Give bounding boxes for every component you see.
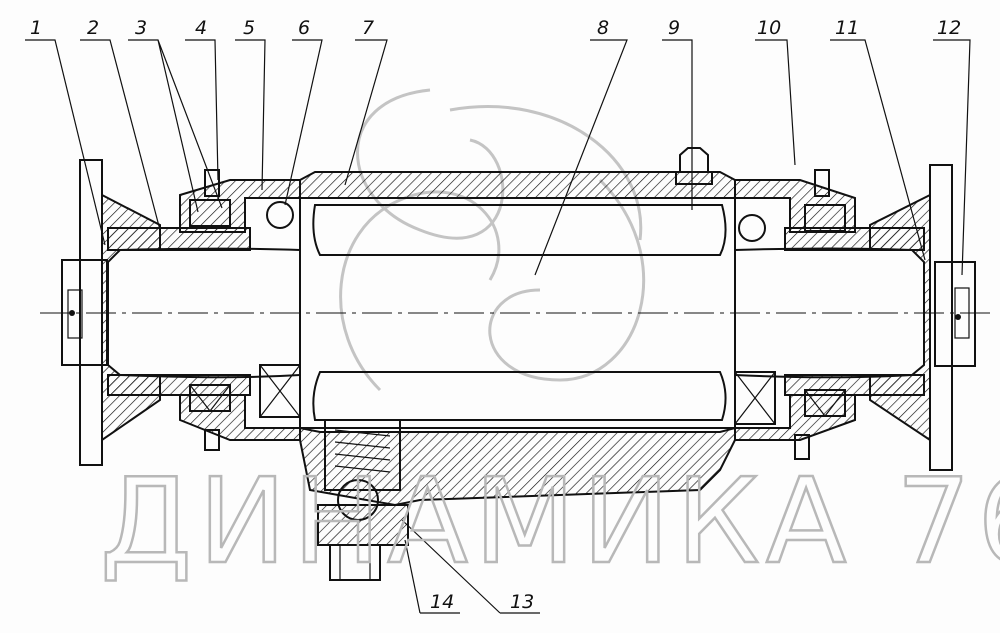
callout-14: 14 (404, 539, 460, 614)
right-flange (869, 164, 976, 471)
leader-line (80, 39, 161, 231)
left-ball-bearing (266, 201, 294, 229)
leader-line (534, 39, 628, 276)
part-number-label: 3 (135, 17, 147, 39)
callout-4: 4 (185, 17, 219, 181)
watermark-logo (339, 88, 646, 392)
callout-13: 13 (401, 519, 540, 614)
leader-line (128, 39, 223, 213)
callout-8: 8 (534, 17, 628, 276)
part-labels: 1 2 3 4 5 6 7 8 9 10 11 12 13 14 (25, 17, 971, 614)
callout-6: 6 (284, 17, 323, 206)
part-number-label: 13 (510, 591, 534, 613)
leader-line (185, 39, 219, 181)
housing-tube (299, 171, 736, 199)
callout-9: 9 (662, 17, 693, 210)
callout-5: 5 (235, 17, 266, 191)
leader-line (662, 39, 693, 210)
leader-line (404, 539, 460, 614)
leader-line (284, 39, 323, 206)
callout-3: 3 (128, 17, 223, 213)
part-number-label: 4 (195, 17, 207, 39)
leader-line (830, 39, 926, 261)
part-number-label: 9 (668, 17, 680, 39)
callout-7: 7 (344, 17, 388, 186)
leader-line (344, 39, 388, 186)
leader-line (401, 519, 540, 614)
watermark-text: ДИНАМИКА 76 (100, 452, 1000, 590)
leader-line (755, 39, 796, 166)
grease-fitting (675, 147, 713, 185)
bottom-valve (317, 419, 409, 581)
part-number-label: 1 (30, 17, 42, 39)
callout-2: 2 (80, 17, 161, 231)
left-seal (189, 199, 231, 227)
callout-11: 11 (830, 17, 926, 261)
leader-line (235, 39, 266, 191)
part-number-label: 5 (243, 17, 255, 39)
callout-1: 1 (25, 17, 106, 246)
right-ball-bearing (738, 214, 766, 242)
leader-line (933, 39, 971, 276)
shaft (299, 197, 736, 429)
callout-12: 12 (933, 17, 971, 276)
callout-10: 10 (755, 17, 796, 166)
part-number-label: 2 (87, 17, 99, 39)
part-number-label: 7 (362, 17, 374, 39)
part-number-label: 8 (597, 17, 609, 39)
part-number-label: 10 (757, 17, 781, 39)
leader-line (25, 39, 106, 246)
part-number-label: 6 (298, 17, 310, 39)
part-number-label: 14 (430, 591, 454, 613)
part-number-label: 11 (835, 17, 859, 39)
part-number-label: 12 (937, 17, 961, 39)
